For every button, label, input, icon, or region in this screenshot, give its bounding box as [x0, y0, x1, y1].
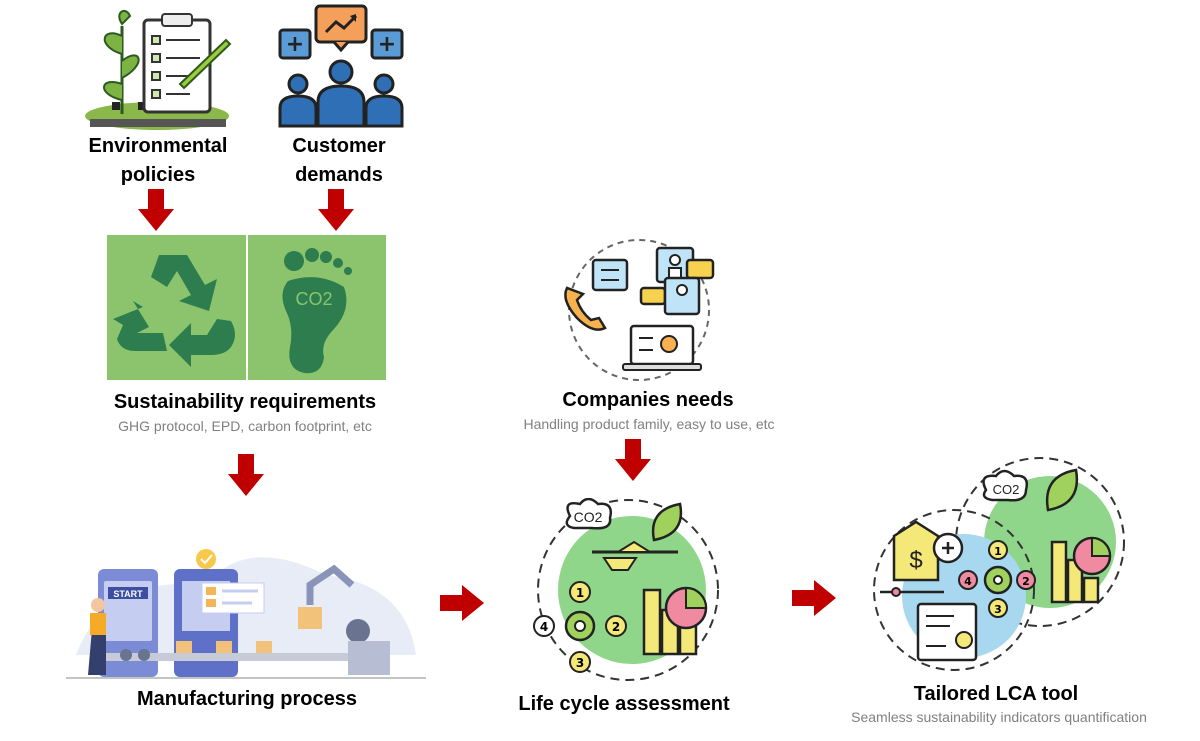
start-sign-text: START	[113, 589, 143, 599]
svg-text:$: $	[909, 547, 922, 574]
plant-clipboard-icon	[82, 6, 232, 130]
svg-text:2: 2	[1022, 575, 1030, 588]
svg-text:1: 1	[576, 586, 584, 600]
arrow-manufacturing-to-lca	[440, 585, 484, 621]
svg-text:1: 1	[994, 545, 1002, 558]
sustainability-requirements-label: Sustainability requirements	[113, 391, 377, 413]
recycle-tile	[107, 235, 246, 380]
environmental-policies-label: Environmental policies	[88, 135, 228, 186]
companies-needs-label: Companies needs	[562, 389, 734, 411]
lca-tool-icon: CO2 $ 1 2 3 4	[870, 456, 1140, 676]
customer-demands-label: Customer demands	[292, 135, 386, 186]
life-cycle-assessment-label: Life cycle assessment	[518, 693, 730, 715]
arrow-policies-to-requirements	[138, 189, 174, 231]
sustainability-requirements-sublabel: GHG protocol, EPD, carbon footprint, etc	[118, 418, 372, 434]
people-growth-icon: + +	[276, 4, 406, 128]
co2-label: CO2	[295, 289, 332, 309]
arrow-requirements-to-manufacturing	[228, 454, 264, 496]
svg-text:3: 3	[994, 603, 1002, 616]
svg-text:4: 4	[964, 575, 972, 588]
lca-cycle-icon: CO2 1 2 3 4	[528, 498, 728, 686]
svg-text:+: +	[286, 32, 304, 57]
recycle-icon	[113, 255, 235, 367]
companies-needs-sublabel: Handling product family, easy to use, et…	[523, 416, 775, 432]
svg-text:2: 2	[612, 620, 620, 634]
manufacturing-process-label: Manufacturing process	[136, 688, 358, 710]
svg-text:+: +	[378, 32, 396, 57]
arrow-needs-to-lca	[615, 439, 651, 481]
svg-text:4: 4	[540, 620, 548, 634]
svg-text:CO2: CO2	[993, 482, 1020, 497]
communication-icon	[553, 238, 723, 382]
tailored-lca-tool-sublabel: Seamless sustainability indicators quant…	[851, 709, 1147, 725]
arrow-lca-to-tool	[792, 580, 836, 616]
arrow-demands-to-requirements	[318, 189, 354, 231]
footprint-icon: CO2	[282, 248, 352, 374]
svg-text:3: 3	[576, 656, 584, 670]
factory-robot-icon: START	[66, 545, 426, 685]
footprint-tile: CO2	[248, 235, 386, 380]
tailored-lca-tool-label: Tailored LCA tool	[913, 683, 1079, 705]
svg-text:CO2: CO2	[574, 509, 603, 525]
